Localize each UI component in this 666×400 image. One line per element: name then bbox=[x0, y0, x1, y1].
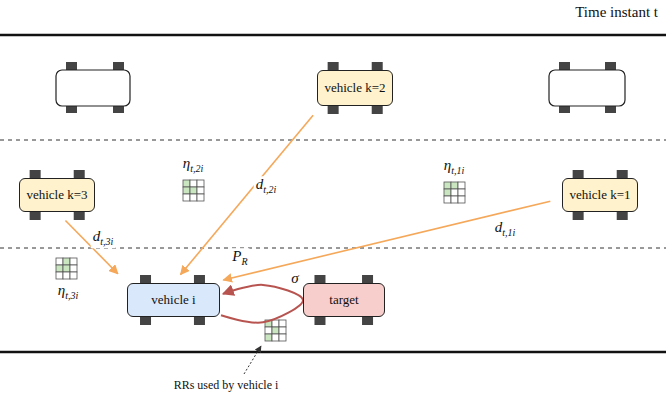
edge-label: dt,2i bbox=[254, 176, 279, 196]
road-edge bbox=[0, 351, 666, 354]
vehicle-label: vehicle k=1 bbox=[569, 187, 630, 203]
title: Time instant t bbox=[575, 4, 658, 21]
resource-grid bbox=[56, 258, 77, 279]
resource-grid bbox=[444, 182, 465, 203]
edge-label: dt,3i bbox=[91, 228, 116, 248]
radar-echo bbox=[221, 285, 303, 323]
distance-link bbox=[65, 221, 117, 274]
symbol-label: σ bbox=[289, 270, 300, 287]
vehicle-label: vehicle k=2 bbox=[324, 80, 385, 96]
resource-grid bbox=[183, 180, 204, 201]
vehicle-box: vehicle k=3 bbox=[19, 178, 95, 212]
distance-link bbox=[181, 115, 314, 274]
vehicle-box: target bbox=[303, 283, 385, 317]
vehicle-box: vehicle k=1 bbox=[562, 178, 638, 212]
plain-car bbox=[549, 62, 625, 113]
leader-line bbox=[244, 346, 261, 374]
vehicle-box: vehicle k=2 bbox=[317, 70, 393, 106]
resource-grid bbox=[265, 320, 286, 341]
resource-grids bbox=[56, 180, 465, 341]
lane-divider bbox=[0, 140, 666, 141]
symbol-label: ηt,2i bbox=[181, 155, 206, 175]
callout-note: RRs used by vehicle i bbox=[172, 379, 281, 393]
symbol-label: ηt,1i bbox=[442, 157, 467, 177]
wheels bbox=[30, 62, 628, 325]
road-edge bbox=[0, 34, 666, 37]
vehicle-label: vehicle i bbox=[151, 292, 195, 308]
vehicle-box: vehicle i bbox=[127, 283, 220, 317]
distance-link bbox=[223, 201, 550, 280]
plain-car bbox=[56, 62, 130, 113]
edge-label: dt,1i bbox=[493, 219, 518, 239]
vehicle-label: vehicle k=3 bbox=[26, 187, 87, 203]
symbol-label: ηt,3i bbox=[56, 282, 81, 302]
edge-label: PR bbox=[230, 248, 249, 268]
vehicle-label: target bbox=[329, 292, 358, 308]
